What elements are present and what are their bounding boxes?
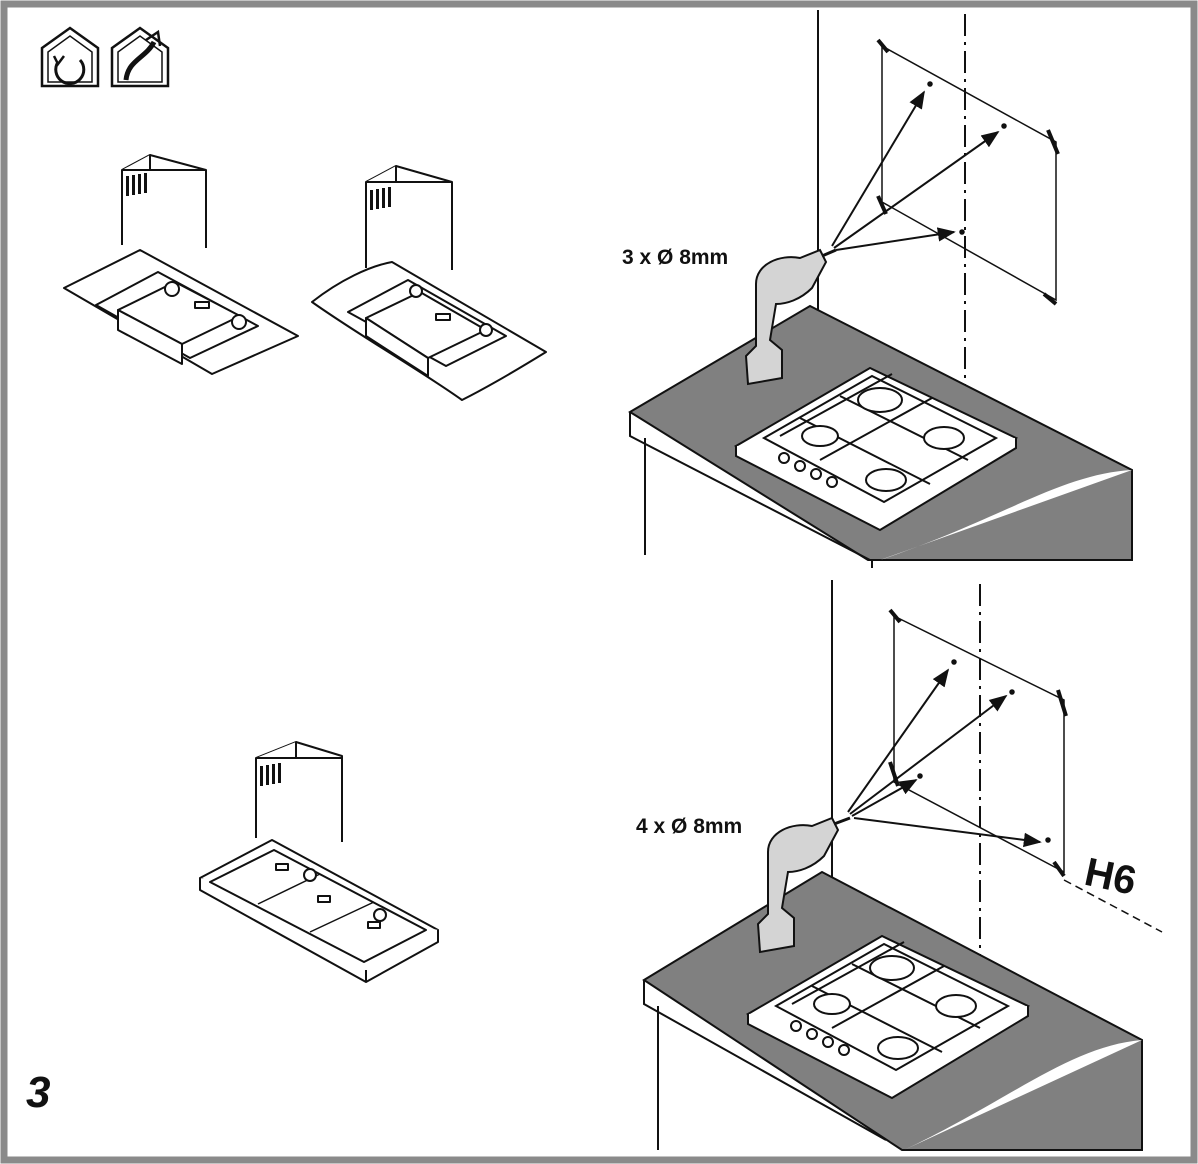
chimney-hood-box — [199, 741, 439, 983]
drill-direction-arrows — [847, 668, 1042, 848]
power-drill — [744, 248, 837, 386]
drilling-template — [876, 38, 1060, 306]
step-number: 3 — [26, 1068, 51, 1117]
ducted-exhaust-mode-icon — [110, 26, 170, 88]
drilling-template — [888, 608, 1068, 878]
recirculation-mode-icon — [40, 26, 100, 88]
chimney-hood-flat-glass — [63, 154, 299, 375]
drill-direction-arrows — [831, 90, 1000, 251]
installation-scene-top — [628, 10, 1133, 568]
gas-hob — [733, 366, 1019, 532]
gas-hob — [745, 934, 1031, 1100]
chimney-hood-curved-glass — [311, 165, 547, 401]
installation-scene-bottom — [642, 580, 1163, 1151]
drill-holes-label-bottom: 4 x Ø 8mm — [636, 815, 743, 838]
power-drill — [756, 816, 851, 954]
drill-holes-label-top: 3 x Ø 8mm — [622, 246, 729, 269]
height-reference-line — [1063, 879, 1163, 933]
